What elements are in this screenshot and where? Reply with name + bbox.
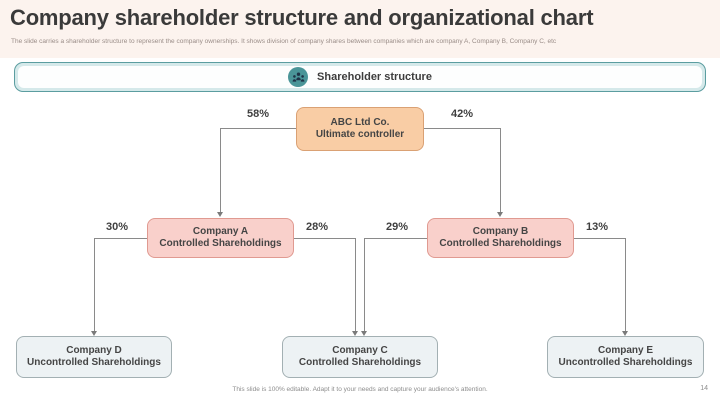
header-band: [0, 0, 720, 58]
connector-root-b-vertical: [500, 128, 501, 212]
edge-label-13[interactable]: 13%: [585, 221, 609, 233]
node-title: Company E: [597, 344, 653, 356]
node-title: Company D: [66, 344, 122, 356]
node-subtitle: Controlled Shareholdings: [298, 357, 422, 368]
connector-a-d-vertical: [94, 238, 95, 331]
banner-inner: Shareholder structure: [18, 66, 702, 88]
arrowhead-b-to-company-c: [361, 331, 367, 336]
arrowhead-to-company-d: [91, 331, 97, 336]
node-subtitle: Ultimate controller: [315, 129, 405, 140]
edge-label-29[interactable]: 29%: [385, 221, 409, 233]
connector-root-b-horizontal: [424, 128, 500, 129]
shareholder-structure-banner[interactable]: Shareholder structure: [14, 62, 706, 92]
connector-a-c-vertical: [355, 238, 356, 331]
people-group-icon: [288, 67, 309, 87]
arrowhead-a-to-company-c: [352, 331, 358, 336]
arrowhead-to-company-b: [497, 212, 503, 217]
node-title: Company C: [332, 344, 388, 356]
node-subtitle: Controlled Shareholdings: [159, 238, 282, 249]
edge-label-42[interactable]: 42%: [450, 108, 474, 120]
node-company-d[interactable]: Company D Uncontrolled Shareholdings: [16, 336, 172, 378]
connector-a-c-horizontal: [294, 238, 355, 239]
page-title: Company shareholder structure and organi…: [10, 5, 594, 30]
connector-root-a-horizontal: [220, 128, 296, 129]
edge-label-28[interactable]: 28%: [305, 221, 329, 233]
connector-root-a-vertical: [220, 128, 221, 212]
node-company-c[interactable]: Company C Controlled Shareholdings: [282, 336, 438, 378]
arrowhead-to-company-e: [622, 331, 628, 336]
connector-b-c-horizontal: [364, 238, 427, 239]
banner-label: Shareholder structure: [317, 71, 432, 83]
editable-note: This slide is 100% editable. Adapt it to…: [232, 386, 488, 393]
connector-a-d-horizontal: [94, 238, 147, 239]
connector-b-e-horizontal: [574, 238, 625, 239]
arrowhead-to-company-a: [217, 212, 223, 217]
node-subtitle: Uncontrolled Shareholdings: [27, 357, 161, 368]
connector-b-e-vertical: [625, 238, 626, 331]
connector-b-c-vertical: [364, 238, 365, 331]
node-subtitle: Uncontrolled Shareholdings: [558, 357, 693, 368]
node-title: Company A: [192, 225, 249, 237]
node-abc-ltd-ultimate-controller[interactable]: ABC Ltd Co. Ultimate controller: [296, 107, 424, 151]
node-company-a[interactable]: Company A Controlled Shareholdings: [147, 218, 294, 258]
slide-subtitle: The slide carries a shareholder structur…: [11, 38, 557, 45]
node-company-b[interactable]: Company B Controlled Shareholdings: [427, 218, 574, 258]
node-company-e[interactable]: Company E Uncontrolled Shareholdings: [547, 336, 704, 378]
node-title: ABC Ltd Co.: [330, 116, 390, 128]
edge-label-58[interactable]: 58%: [246, 108, 270, 120]
node-title: Company B: [472, 225, 529, 237]
node-subtitle: Controlled Shareholdings: [439, 238, 562, 249]
page-number: 14: [700, 385, 708, 392]
edge-label-30[interactable]: 30%: [105, 221, 129, 233]
